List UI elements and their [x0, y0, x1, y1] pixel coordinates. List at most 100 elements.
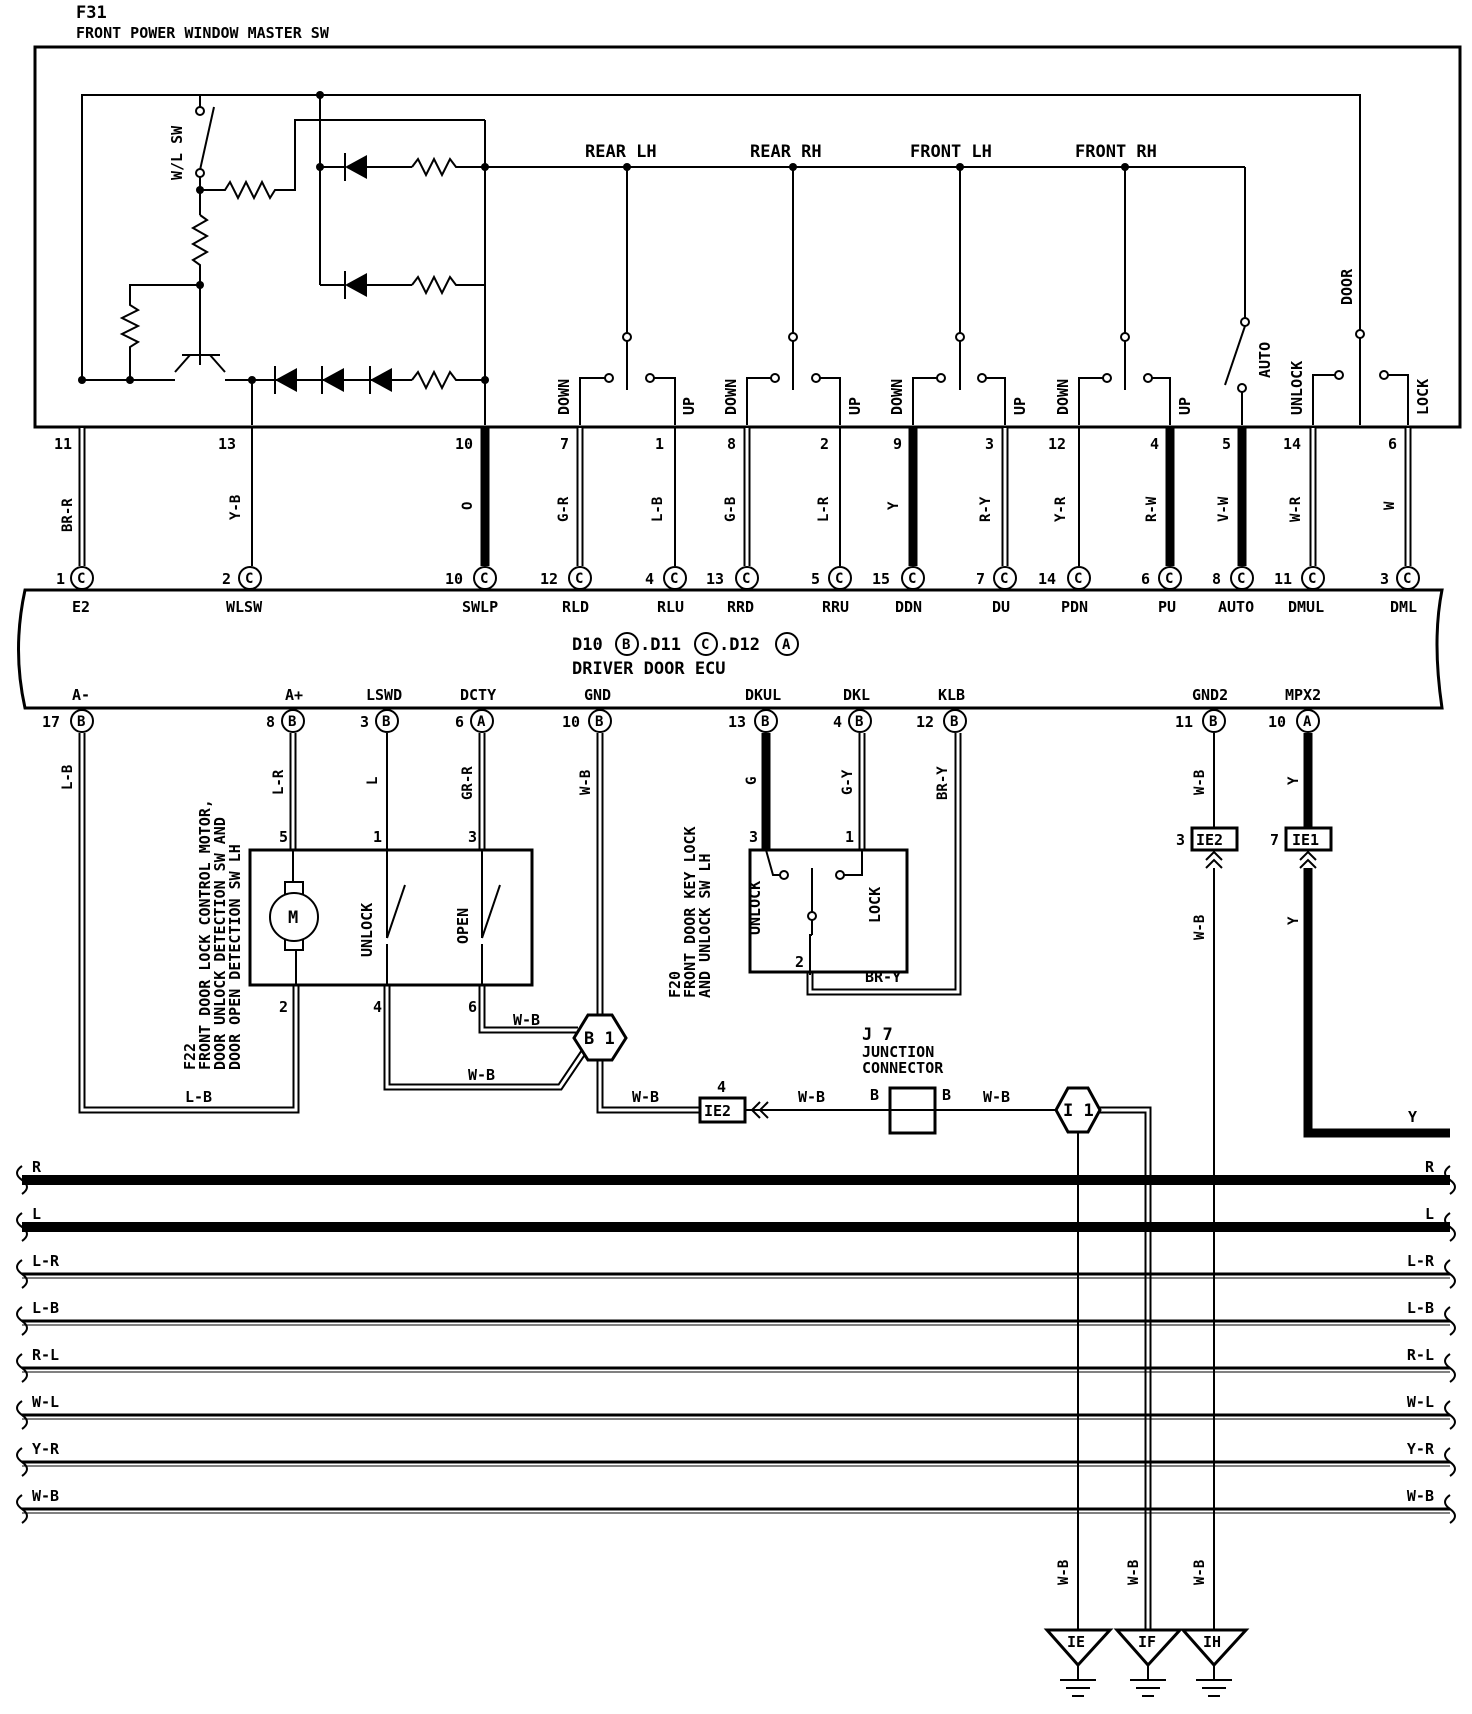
- window-label-front-lh: FRONT LH: [910, 142, 992, 162]
- ecu-connector-pu: [1158, 566, 1182, 590]
- ground-ih-wire: W-B: [1192, 1560, 1208, 1585]
- ie2-pin-label: 4: [717, 1078, 726, 1096]
- f22-name-line-2: DOOR UNLOCK DETECTION SW AND: [211, 817, 229, 1070]
- window-label-front-rh: FRONT RH: [1075, 142, 1157, 162]
- f20-pin-1: 1: [845, 828, 854, 846]
- ecu-conn-auto: C: [1237, 571, 1245, 587]
- ecu-bconnector-klb: [943, 709, 967, 733]
- ie2-connector: [698, 1096, 747, 1124]
- wire-label-r-y: R-Y: [978, 496, 994, 522]
- f31-pin-rru: 2: [820, 435, 829, 453]
- ecu-conn-rld: C: [575, 571, 583, 587]
- j7-name-2: CONNECTOR: [862, 1059, 944, 1077]
- bus-break-left-w-l: [16, 1400, 28, 1430]
- ecu-bpin-gnd2: 11: [1175, 713, 1193, 731]
- f20-name-line-1: FRONT DOOR KEY LOCK: [681, 826, 699, 998]
- ecu-term-pu: PU: [1158, 598, 1176, 616]
- ecu-bconn-a-plus: B: [288, 714, 296, 730]
- ecu-cpin-dmul: 11: [1274, 570, 1292, 588]
- f20-name-line-2: AND UNLOCK SW LH: [696, 854, 714, 999]
- unlock-label: UNLOCK: [1288, 361, 1306, 415]
- ecu-cpin-du: 7: [976, 570, 985, 588]
- f22-motor: [269, 850, 319, 985]
- i1-label: I 1: [1063, 1101, 1094, 1121]
- up-label-fl: UP: [1011, 397, 1029, 415]
- ecu-bconn-gnd: B: [595, 714, 603, 730]
- ecu-conn-pdn: C: [1074, 571, 1082, 587]
- bus-label-left-l: L: [32, 1205, 41, 1223]
- ecu-conn-swlp: C: [480, 571, 488, 587]
- wl-sw-label: W/L SW: [168, 125, 186, 180]
- ecu-bconn-a-minus: B: [77, 714, 85, 730]
- bus-label-right-r: R: [1425, 1158, 1435, 1176]
- b1-junction-block: [572, 1013, 628, 1062]
- ecu-term-dkl: DKL: [843, 686, 870, 704]
- f20-code: F20: [666, 971, 684, 998]
- bus-label-left-y-r: Y-R: [32, 1440, 60, 1458]
- ecu-bconn-dkl: B: [855, 714, 863, 730]
- ecu-cpin-ddn: 15: [872, 570, 890, 588]
- ecu-code-d10: D10: [572, 635, 603, 655]
- wire-y-ie1: Y: [1286, 916, 1302, 925]
- wire-label-l-b: L-B: [650, 497, 666, 522]
- ecu-conn-du: C: [1000, 571, 1008, 587]
- ecu-connector-swlp: [473, 566, 497, 590]
- up-label-rl: UP: [680, 397, 698, 415]
- bus-label-right-l-b: L-B: [1407, 1299, 1434, 1317]
- bus-label-left-l-b: L-B: [32, 1299, 59, 1317]
- wire-y-right: Y: [1408, 1108, 1417, 1126]
- ie2-arrow-icon: [750, 1101, 769, 1119]
- f22-pin-6: 6: [468, 998, 477, 1016]
- f20-pin-2: 2: [795, 953, 804, 971]
- bus-break-left-r-l: [16, 1353, 28, 1383]
- f31-pin-auto: 5: [1222, 435, 1231, 453]
- f22-wire-wb-2: W-B: [468, 1066, 495, 1084]
- ecu-code-badge-c: [694, 632, 718, 656]
- ecu-code-d12: .D12: [719, 635, 760, 655]
- f22-pin-1: 1: [373, 828, 382, 846]
- ecu-term-auto: AUTO: [1218, 598, 1254, 616]
- ecu-connector-dmul: [1301, 566, 1325, 590]
- bus-break-right-l-b: [1444, 1306, 1456, 1336]
- f31-pin-dmul: 14: [1283, 435, 1301, 453]
- wire-label-dkl: G-Y: [840, 769, 856, 795]
- f22-code: F22: [181, 1043, 199, 1070]
- ie1-pin-label: 7: [1270, 831, 1279, 849]
- bottom-wire-group: [78, 733, 1450, 1630]
- ecu-term-swlp: SWLP: [462, 598, 498, 616]
- f20-key-switch: [765, 849, 863, 975]
- f22-unlock-label: UNLOCK: [358, 903, 376, 957]
- ground-ih-label: IH: [1203, 1633, 1221, 1651]
- ecu-connector-wlsw: [238, 566, 262, 590]
- wire-label-a-minus: L-B: [60, 765, 76, 790]
- j7-name-1: JUNCTION: [862, 1043, 934, 1061]
- ecu-term-gnd: GND: [584, 686, 611, 704]
- bus-break-left-w-b: [16, 1494, 28, 1524]
- wire-label-mpx2: Y: [1286, 776, 1302, 785]
- bus-label-right-l-r: L-R: [1407, 1252, 1435, 1270]
- bus-break-right-w-b: [1444, 1494, 1456, 1524]
- ecu-connector-dml: [1396, 566, 1420, 590]
- ecu-term-dkul: DKUL: [745, 686, 781, 704]
- ecu-conn-pu: C: [1165, 571, 1173, 587]
- f31-pin-ddn: 9: [893, 435, 902, 453]
- bus-break-left-r: [16, 1165, 28, 1195]
- ecu-term-ddn: DDN: [895, 598, 922, 616]
- bus-break-left-y-r: [16, 1447, 28, 1477]
- f20-unlock-label: UNLOCK: [746, 881, 764, 935]
- ecu-bconn-lswd: B: [382, 714, 390, 730]
- f22-wire-lb: L-B: [185, 1088, 212, 1106]
- wire-label-br-r: BR-R: [60, 498, 76, 532]
- f20-component-box: [748, 848, 909, 974]
- ecu-cpin-dml: 3: [1380, 570, 1389, 588]
- ecu-conn-rlu: C: [670, 571, 678, 587]
- down-label-fr: DOWN: [1054, 379, 1072, 415]
- ecu-bconnector-gnd: [588, 709, 612, 733]
- ecu-cpin-rld: 12: [540, 570, 558, 588]
- bus-label-left-r-l: R-L: [32, 1346, 59, 1364]
- ecu-term-rrd: RRD: [727, 598, 754, 616]
- bus-break-right-w-l: [1444, 1400, 1456, 1430]
- ecu-connector-ddn: [901, 566, 925, 590]
- ecu-term-gnd2: GND2: [1192, 686, 1228, 704]
